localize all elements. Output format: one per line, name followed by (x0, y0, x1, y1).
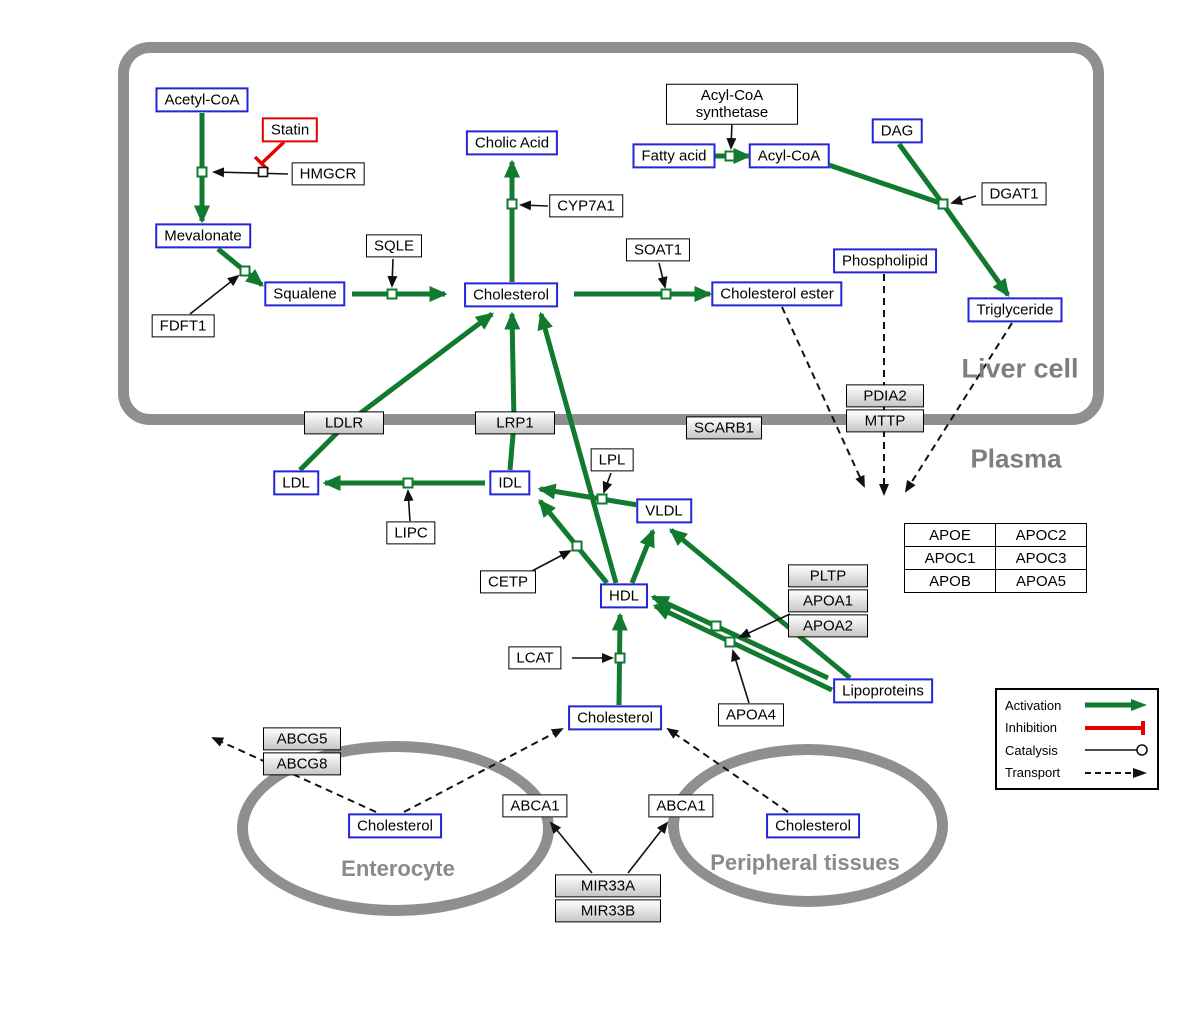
liver-cell-membrane (118, 42, 1104, 425)
node-vldl[interactable]: VLDL (636, 498, 692, 524)
node-apoa2[interactable]: APOA2 (788, 614, 868, 638)
legend-activation-label: Activation (1005, 697, 1062, 713)
node-acyl-coa-synthetase[interactable]: Acyl-CoA synthetase (666, 83, 798, 125)
node-statin[interactable]: Statin (261, 117, 319, 143)
node-cyp7a1[interactable]: CYP7A1 (549, 194, 623, 218)
node-abcg5[interactable]: ABCG5 (263, 727, 341, 751)
node-pltp[interactable]: PLTP (788, 564, 868, 588)
node-dag[interactable]: DAG (871, 118, 923, 144)
transport-dashed-arrow-icon (1085, 767, 1147, 778)
legend-item-inhibition: Inhibition (1005, 720, 1149, 736)
node-hmgcr[interactable]: HMGCR (291, 162, 365, 186)
enterocyte-label: Enterocyte (341, 856, 455, 881)
node-pdia2[interactable]: PDIA2 (846, 384, 924, 408)
legend-item-transport: Transport (1005, 765, 1149, 781)
node-cholesterol-ester[interactable]: Cholesterol ester (711, 281, 843, 307)
node-acyl-coa[interactable]: Acyl-CoA (748, 143, 830, 169)
reaction-nodes (196, 150, 949, 664)
legend-item-catalysis: Catalysis (1005, 742, 1149, 758)
apo-table-cell[interactable]: APOA5 (995, 569, 1087, 593)
node-lpl[interactable]: LPL (590, 448, 634, 472)
node-abcg8[interactable]: ABCG8 (263, 752, 341, 776)
node-cholesterol-peripheral[interactable]: Cholesterol (766, 813, 860, 839)
peripheral-tissues-membrane (668, 744, 948, 907)
apo-table-cell[interactable]: APOB (904, 569, 996, 593)
node-idl[interactable]: IDL (489, 470, 531, 496)
node-apoa1[interactable]: APOA1 (788, 589, 868, 613)
node-lipoproteins[interactable]: Lipoproteins (833, 678, 933, 704)
node-mttp[interactable]: MTTP (846, 409, 924, 433)
node-scarb1[interactable]: SCARB1 (685, 416, 763, 440)
node-phospholipid[interactable]: Phospholipid (833, 248, 937, 274)
apo-table-cell[interactable]: APOC2 (995, 523, 1087, 547)
inhibition-edge (253, 140, 286, 172)
legend-inhibition-label: Inhibition (1005, 720, 1058, 736)
node-hdl[interactable]: HDL (599, 583, 649, 609)
node-ldl[interactable]: LDL (273, 470, 319, 496)
node-apoa4[interactable]: APOA4 (717, 703, 785, 727)
node-ldlr[interactable]: LDLR (304, 411, 384, 435)
node-abca1-enterocyte[interactable]: ABCA1 (502, 794, 568, 818)
node-cetp[interactable]: CETP (479, 570, 537, 594)
apo-table-cell[interactable]: APOE (904, 523, 996, 547)
plasma-label: Plasma (970, 443, 1062, 474)
apo-table-cell[interactable]: APOC1 (904, 546, 996, 570)
node-cholesterol-plasma[interactable]: Cholesterol (568, 705, 662, 731)
node-lrp1[interactable]: LRP1 (475, 411, 555, 435)
enterocyte-membrane (237, 741, 554, 916)
node-cholesterol-enterocyte[interactable]: Cholesterol (348, 813, 442, 839)
catalysis-edges (189, 121, 977, 874)
node-lipc[interactable]: LIPC (386, 521, 436, 545)
node-lcat[interactable]: LCAT (508, 646, 562, 670)
node-abca1-peripheral[interactable]: ABCA1 (648, 794, 714, 818)
node-cholic-acid[interactable]: Cholic Acid (465, 130, 559, 156)
liver-cell-label: Liver cell (961, 353, 1079, 384)
legend-box: Activation Inhibition Catalysis Transpor… (995, 688, 1159, 790)
node-squalene[interactable]: Squalene (264, 281, 346, 307)
peripheral-tissues-label: Peripheral tissues (710, 850, 900, 875)
node-mevalonate[interactable]: Mevalonate (155, 223, 251, 249)
node-triglyceride[interactable]: Triglyceride (967, 297, 1063, 323)
hmgcr-catalysis-node (257, 166, 269, 178)
legend-item-activation: Activation (1005, 697, 1149, 713)
node-soat1[interactable]: SOAT1 (625, 238, 691, 262)
catalysis-circle-icon (1085, 744, 1148, 757)
node-fatty-acid[interactable]: Fatty acid (632, 143, 716, 169)
apo-table-cell[interactable]: APOC3 (995, 546, 1087, 570)
transport-edges (211, 274, 1013, 813)
node-acetyl-coa[interactable]: Acetyl-CoA (155, 87, 249, 113)
node-mir33b[interactable]: MIR33B (555, 899, 661, 923)
node-sqle[interactable]: SQLE (365, 234, 423, 258)
node-fdft1[interactable]: FDFT1 (151, 314, 215, 338)
activation-arrow-icon (1085, 699, 1147, 712)
apolipoprotein-table: APOE APOC2 APOC1 APOC3 APOB APOA5 (904, 523, 1087, 593)
node-cholesterol-liver[interactable]: Cholesterol (464, 282, 558, 308)
legend-catalysis-label: Catalysis (1005, 742, 1058, 758)
node-mir33a[interactable]: MIR33A (555, 874, 661, 898)
legend-transport-label: Transport (1005, 765, 1061, 781)
inhibition-tbar-icon (1085, 720, 1145, 735)
node-dgat1[interactable]: DGAT1 (981, 182, 1047, 206)
